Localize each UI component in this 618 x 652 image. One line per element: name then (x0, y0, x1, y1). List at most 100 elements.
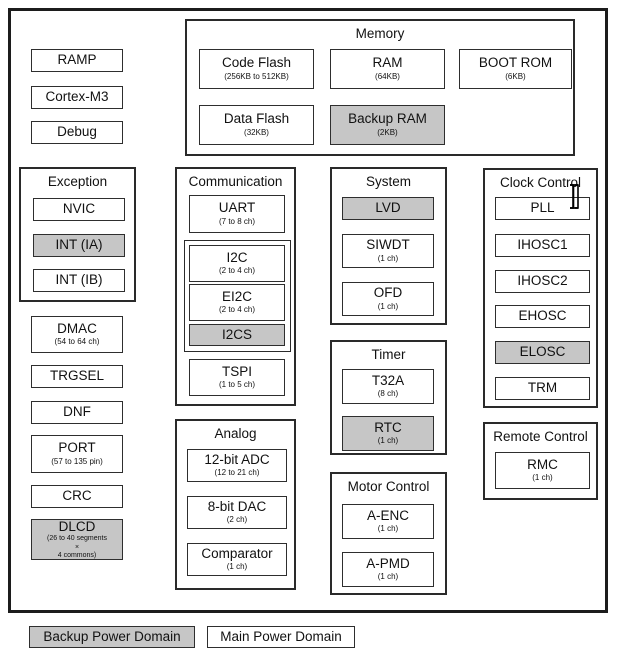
block-ihosc2: IHOSC2 (495, 270, 590, 293)
block-label: Debug (57, 124, 97, 140)
block-dlcd: DLCD (26 to 40 segments × 4 commons) (31, 519, 123, 560)
block-label: NVIC (62, 201, 96, 217)
block-label: CRC (62, 488, 92, 504)
block-8bit-dac: 8-bit DAC (2 ch) (187, 496, 287, 529)
block-label: I2C (226, 249, 248, 265)
block-dnf: DNF (31, 401, 123, 424)
group-timer: Timer T32A (8 ch) RTC (1 ch) (330, 340, 447, 455)
diagram-outer-frame (8, 8, 608, 613)
block-a-enc: A-ENC (1 ch) (342, 504, 434, 539)
group-title: Clock Control (499, 175, 582, 190)
block-label: PORT (58, 440, 96, 456)
block-sublabel: (1 ch) (377, 301, 399, 311)
block-label: A-ENC (366, 507, 409, 523)
group-communication: Communication UART (7 to 8 ch) I2C (2 to… (175, 167, 296, 406)
group-exception: Exception NVIC INT (IA) INT (IB) (19, 167, 136, 302)
block-label: TSPI (221, 363, 252, 379)
block-backup-ram: Backup RAM (2KB) (330, 105, 445, 145)
block-label: EHOSC (518, 308, 567, 324)
block-comparator: Comparator (1 ch) (187, 543, 287, 576)
block-ihosc1: IHOSC1 (495, 234, 590, 257)
block-trm: TRM (495, 377, 590, 400)
group-clock-control: Clock Control PLL IHOSC1 IHOSC2 EHOSC EL… (483, 168, 598, 408)
group-title: Motor Control (347, 479, 430, 494)
group-title: Memory (355, 26, 405, 41)
block-sublabel: (1 ch) (377, 253, 399, 263)
block-sublabel: (26 to 40 segments (47, 535, 107, 543)
block-data-flash: Data Flash (32KB) (199, 105, 314, 145)
block-siwdt: SIWDT (1 ch) (342, 234, 434, 268)
block-label: T32A (371, 372, 405, 388)
legend-backup-power-domain: Backup Power Domain (29, 626, 195, 648)
block-sublabel: (2KB) (377, 127, 398, 137)
block-label: RAMP (57, 52, 97, 68)
block-sublabel: (7 to 8 ch) (218, 216, 255, 226)
block-sublabel: (2 to 4 ch) (218, 266, 255, 276)
block-trgsel: TRGSEL (31, 365, 123, 388)
block-cortex-m3: Cortex-M3 (31, 86, 123, 109)
block-sublabel: (2 ch) (226, 515, 248, 525)
block-label: TRM (527, 380, 558, 396)
block-label: Backup RAM (348, 111, 427, 127)
legend-label: Backup Power Domain (43, 628, 181, 644)
block-label: DNF (63, 404, 91, 420)
block-label: DLCD (58, 518, 96, 534)
block-label: BOOT ROM (478, 55, 553, 71)
block-label: DMAC (57, 320, 97, 336)
block-label: LVD (375, 200, 401, 216)
block-ram: RAM (64KB) (330, 49, 445, 89)
block-sublabel: (1 ch) (377, 524, 399, 534)
block-dmac: DMAC (54 to 64 ch) (31, 316, 123, 353)
block-label: OFD (373, 285, 403, 301)
block-label: INT (IA) (55, 237, 103, 253)
block-crc: CRC (31, 485, 123, 508)
block-elosc: ELOSC (495, 341, 590, 364)
block-i2c: I2C (2 to 4 ch) (189, 245, 285, 282)
block-12bit-adc: 12-bit ADC (12 to 21 ch) (187, 449, 287, 482)
block-label: IHOSC2 (517, 273, 568, 289)
block-sublabel: (256KB to 512KB) (224, 71, 289, 81)
group-system: System LVD SIWDT (1 ch) OFD (1 ch) (330, 167, 447, 325)
block-label: Cortex-M3 (45, 89, 109, 105)
block-a-pmd: A-PMD (1 ch) (342, 552, 434, 587)
block-uart: UART (7 to 8 ch) (189, 195, 285, 233)
block-label: 12-bit ADC (204, 451, 270, 467)
group-title: Exception (47, 174, 108, 189)
group-title: Communication (188, 174, 283, 189)
block-label: SIWDT (366, 237, 410, 253)
block-rmc: RMC (1 ch) (495, 452, 590, 489)
text-cursor-icon (570, 184, 579, 209)
group-title: Timer (371, 347, 406, 362)
block-label: PLL (530, 200, 555, 216)
block-port: PORT (57 to 135 pin) (31, 435, 123, 473)
block-ofd: OFD (1 ch) (342, 282, 434, 316)
block-i2cs: I2CS (189, 324, 285, 346)
block-label: Code Flash (221, 55, 292, 71)
block-ehosc: EHOSC (495, 305, 590, 328)
block-sublabel: (57 to 135 pin) (51, 456, 103, 466)
block-sublabel: 4 commons) (57, 551, 97, 559)
block-sublabel: (6KB) (505, 71, 526, 81)
block-t32a: T32A (8 ch) (342, 369, 434, 404)
group-title: Remote Control (493, 429, 588, 444)
block-label: IHOSC1 (517, 237, 568, 253)
group-title: System (365, 174, 411, 189)
block-sublabel: (1 ch) (226, 562, 248, 572)
block-label: ELOSC (519, 344, 566, 360)
block-code-flash: Code Flash (256KB to 512KB) (199, 49, 314, 89)
block-label: RTC (374, 419, 402, 435)
block-sublabel: (1 ch) (532, 473, 553, 483)
block-label: I2CS (221, 326, 252, 342)
block-sublabel: (2 to 4 ch) (218, 305, 255, 315)
group-memory: Memory Code Flash (256KB to 512KB) RAM (… (185, 19, 575, 156)
block-debug: Debug (31, 121, 123, 144)
group-motor-control: Motor Control A-ENC (1 ch) A-PMD (1 ch) (330, 472, 447, 595)
block-sublabel: (1 to 5 ch) (218, 380, 255, 390)
block-sublabel: (54 to 64 ch) (54, 337, 100, 347)
block-label: Comparator (201, 545, 273, 561)
legend-main-power-domain: Main Power Domain (207, 626, 355, 648)
legend-label: Main Power Domain (220, 628, 342, 644)
block-rtc: RTC (1 ch) (342, 416, 434, 451)
block-sublabel: (1 ch) (377, 572, 399, 582)
